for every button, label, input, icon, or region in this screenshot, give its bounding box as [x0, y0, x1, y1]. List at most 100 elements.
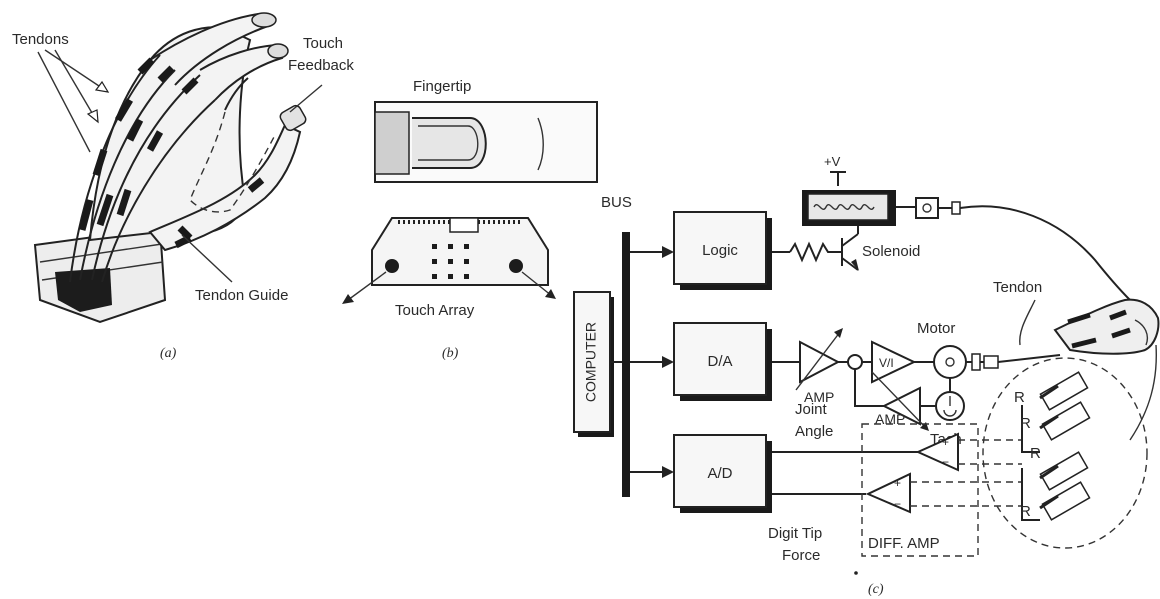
label-diff-amp: DIFF. AMP	[868, 535, 940, 552]
fingertip-mount	[374, 111, 410, 175]
robot-hand-small	[1053, 298, 1160, 355]
thumb	[148, 123, 302, 252]
da-block	[673, 322, 767, 396]
label-plus-v: +V	[824, 154, 841, 169]
motor-pulley	[983, 355, 999, 369]
solenoid-cable-to-hand	[959, 205, 1131, 301]
label-digit-tip-1: Digit Tip	[768, 525, 822, 542]
touch-array-sensor-dots	[432, 244, 469, 279]
solenoid-cable-end	[951, 201, 961, 215]
tendon-guide-pointer	[181, 234, 233, 283]
amp-1-adjust-arrowhead	[834, 328, 843, 338]
diff-amp-upper	[915, 432, 959, 472]
touch-array-left-arrow	[347, 271, 387, 301]
solenoid-body	[807, 193, 889, 221]
label-logic: Logic	[702, 242, 738, 259]
diff-amp-lower	[865, 472, 911, 514]
label-computer: COMPUTER	[583, 322, 599, 402]
solenoid-clutch-dot	[922, 203, 932, 213]
bridge-bus-2	[1021, 468, 1040, 521]
fingertip-curve-mark	[537, 117, 544, 171]
panel-a-hand-diagram: Tendons Touch Feedback Tendon Guide (a)	[12, 12, 354, 361]
strain-gauge-lower	[1039, 451, 1091, 521]
touch-feedback-lead	[289, 84, 323, 113]
label-motor: Motor	[917, 320, 955, 337]
label-amp-1: AMP	[804, 389, 834, 405]
bridge-bus-1	[1021, 405, 1040, 453]
touch-feedback-wire	[189, 111, 276, 213]
label-digit-tip-2: Force	[782, 547, 820, 564]
caption-c: (c)	[868, 582, 884, 597]
amp-2-triangle	[881, 386, 921, 426]
touch-array-left-contact	[385, 259, 399, 273]
label-tendon: Tendon	[993, 279, 1042, 296]
solenoid-coil	[813, 204, 875, 210]
bridge-enclosure-to-hand	[1129, 344, 1157, 441]
logic-block	[673, 211, 767, 285]
thumb-tip	[279, 104, 307, 132]
tendons-arrowhead-2	[86, 109, 99, 124]
label-bus: BUS	[601, 194, 632, 211]
tendon-cable	[997, 354, 1061, 363]
tendons-arrow-2	[54, 49, 96, 119]
label-touch-array: Touch Array	[395, 302, 475, 319]
bus-to-da-arrowhead	[662, 356, 674, 368]
label-plus-2: +	[894, 476, 901, 490]
solenoid-clutch	[915, 197, 939, 219]
panel-c-control-diagram: BUS COMPUTER Logic D/A A/D +V	[573, 154, 1160, 597]
label-touch-feedback-2: Feedback	[288, 57, 354, 74]
label-r2: R	[1020, 415, 1031, 432]
label-vi: V/I	[879, 356, 894, 370]
motor-shaft	[945, 357, 955, 367]
fingertip-pad-inner	[418, 125, 479, 161]
fingertip-pad	[412, 117, 487, 169]
tendons-arrowhead-1	[94, 80, 110, 93]
motor-coupler	[971, 353, 981, 371]
amp-1-triangle	[799, 340, 841, 384]
computer-block	[573, 291, 611, 433]
tendon-connector-block	[55, 268, 112, 312]
tach-symbol	[943, 396, 957, 417]
touch-array-housing	[371, 217, 549, 286]
tendon-sheaths	[78, 57, 265, 249]
tendon-pointer	[1019, 299, 1036, 346]
label-r3: R	[1030, 445, 1041, 462]
motor-circle	[933, 345, 967, 379]
bus-bar	[622, 232, 630, 497]
label-ad: A/D	[707, 465, 732, 482]
resistor-zigzag	[789, 241, 842, 263]
touch-array-left-arrowhead	[342, 294, 354, 304]
bus-to-logic-arrowhead	[662, 246, 674, 258]
amp-2-to-junction	[854, 369, 884, 407]
caption-b: (b)	[442, 346, 459, 361]
strain-gauge-upper	[1039, 371, 1091, 441]
touch-array-window	[449, 217, 479, 233]
amp-2-adjust-arrow	[871, 371, 927, 429]
label-da: D/A	[707, 353, 732, 370]
label-tendons: Tendons	[12, 31, 69, 48]
tendons-arrow-3	[37, 51, 91, 153]
panel-b-fingertip-diagram: Fingertip Touch Array (b)	[342, 78, 598, 361]
transistor	[841, 233, 859, 271]
label-r1: R	[1014, 389, 1025, 406]
summing-junction	[847, 354, 863, 370]
tendon-line-2	[79, 69, 176, 281]
label-fingertip: Fingertip	[413, 78, 471, 95]
tendons-arrow-1	[44, 49, 106, 91]
caption-a: (a)	[160, 346, 177, 361]
bus-to-ad-arrowhead	[662, 466, 674, 478]
amp-1-adjust-arrow	[795, 331, 841, 391]
label-tendon-guide: Tendon Guide	[195, 287, 288, 304]
bridge-enclosure	[982, 357, 1148, 549]
vi-amplifier	[871, 340, 917, 384]
transistor-arrow	[851, 259, 859, 271]
diff-amp-box	[861, 423, 979, 557]
label-joint-angle-1: Joint	[795, 401, 828, 418]
label-minus-1: −	[942, 455, 949, 469]
fingertip-middle	[267, 43, 289, 59]
label-touch-feedback-1: Touch	[303, 35, 343, 52]
ad-block	[673, 434, 767, 508]
touch-array-right-contact	[509, 259, 523, 273]
tendon-line-4	[101, 99, 216, 283]
